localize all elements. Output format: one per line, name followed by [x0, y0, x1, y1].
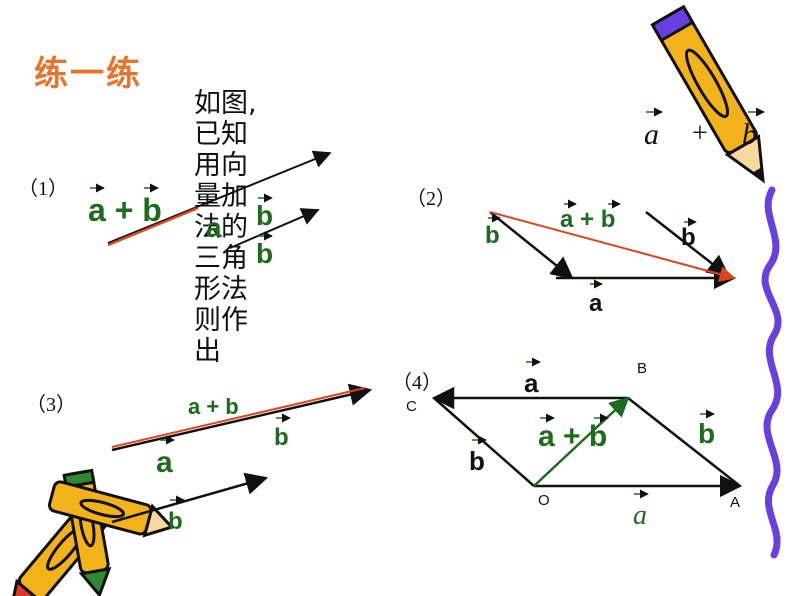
fig4-a-bottom-label: a — [633, 500, 647, 531]
page-title: 练一练 — [34, 54, 142, 94]
problem-2-label: （2） — [406, 188, 456, 210]
crayons-icon — [7, 468, 175, 596]
fig3-arrow-top — [111, 383, 373, 452]
fig1-arrow-a — [107, 150, 332, 244]
fig3-a-label: a — [156, 446, 173, 479]
wave-border-icon — [761, 186, 782, 559]
fig1-b2-label: b — [256, 238, 274, 269]
fig3-b-top-label: b — [274, 424, 289, 451]
problem-1-label: （1） — [18, 178, 68, 200]
fig4-b-left-label: b — [469, 446, 485, 476]
problem-3-label: （3） — [26, 394, 76, 416]
figure-2 — [489, 211, 737, 290]
fig3-sum-label: a + b — [188, 394, 239, 419]
point-A: A — [730, 494, 741, 511]
fig2-b-right-label: b — [681, 224, 696, 251]
fig4-sum-label: a + b — [538, 420, 608, 453]
fig3-arrow-sum — [111, 387, 366, 448]
fig3-arrow-bottom — [111, 472, 269, 524]
fig2-arrow-sum — [489, 211, 736, 282]
point-C: C — [406, 398, 417, 415]
point-O: O — [538, 492, 550, 509]
fig2-arrow-b-right — [645, 211, 730, 278]
fig4-b-right-label: b — [698, 418, 716, 449]
fig1-arrow-b — [229, 208, 320, 249]
figure-3 — [111, 383, 373, 524]
fig3-b-label: b — [168, 508, 183, 535]
fig2-a-label: a — [589, 290, 603, 317]
fig2-b-left-label: b — [485, 222, 500, 249]
corner-b: b — [742, 118, 757, 151]
fig4-arrow-b-right — [627, 397, 741, 487]
fig1-arrow-sum — [107, 206, 199, 247]
fig4-arrow-sum — [533, 396, 630, 487]
pencil-icon — [650, 4, 765, 184]
problem-4-label: （4） — [392, 372, 442, 394]
fig2-arrow-b-left — [489, 211, 574, 280]
fig1-a-label: a — [206, 212, 222, 243]
fig1-b-label: b — [256, 200, 274, 231]
figure-1 — [107, 150, 332, 249]
instruction-text: 如图,已知用向量加法的三角形法则作出 — [194, 88, 257, 367]
point-B: B — [637, 360, 648, 377]
fig1-sum-label: a + b — [88, 192, 162, 228]
corner-plus: + — [692, 118, 708, 149]
fig2-sum-label: a + b — [560, 206, 616, 233]
vector-overarrows — [90, 107, 765, 505]
fig4-a-top-label: a — [524, 368, 539, 398]
corner-a: a — [644, 118, 659, 151]
